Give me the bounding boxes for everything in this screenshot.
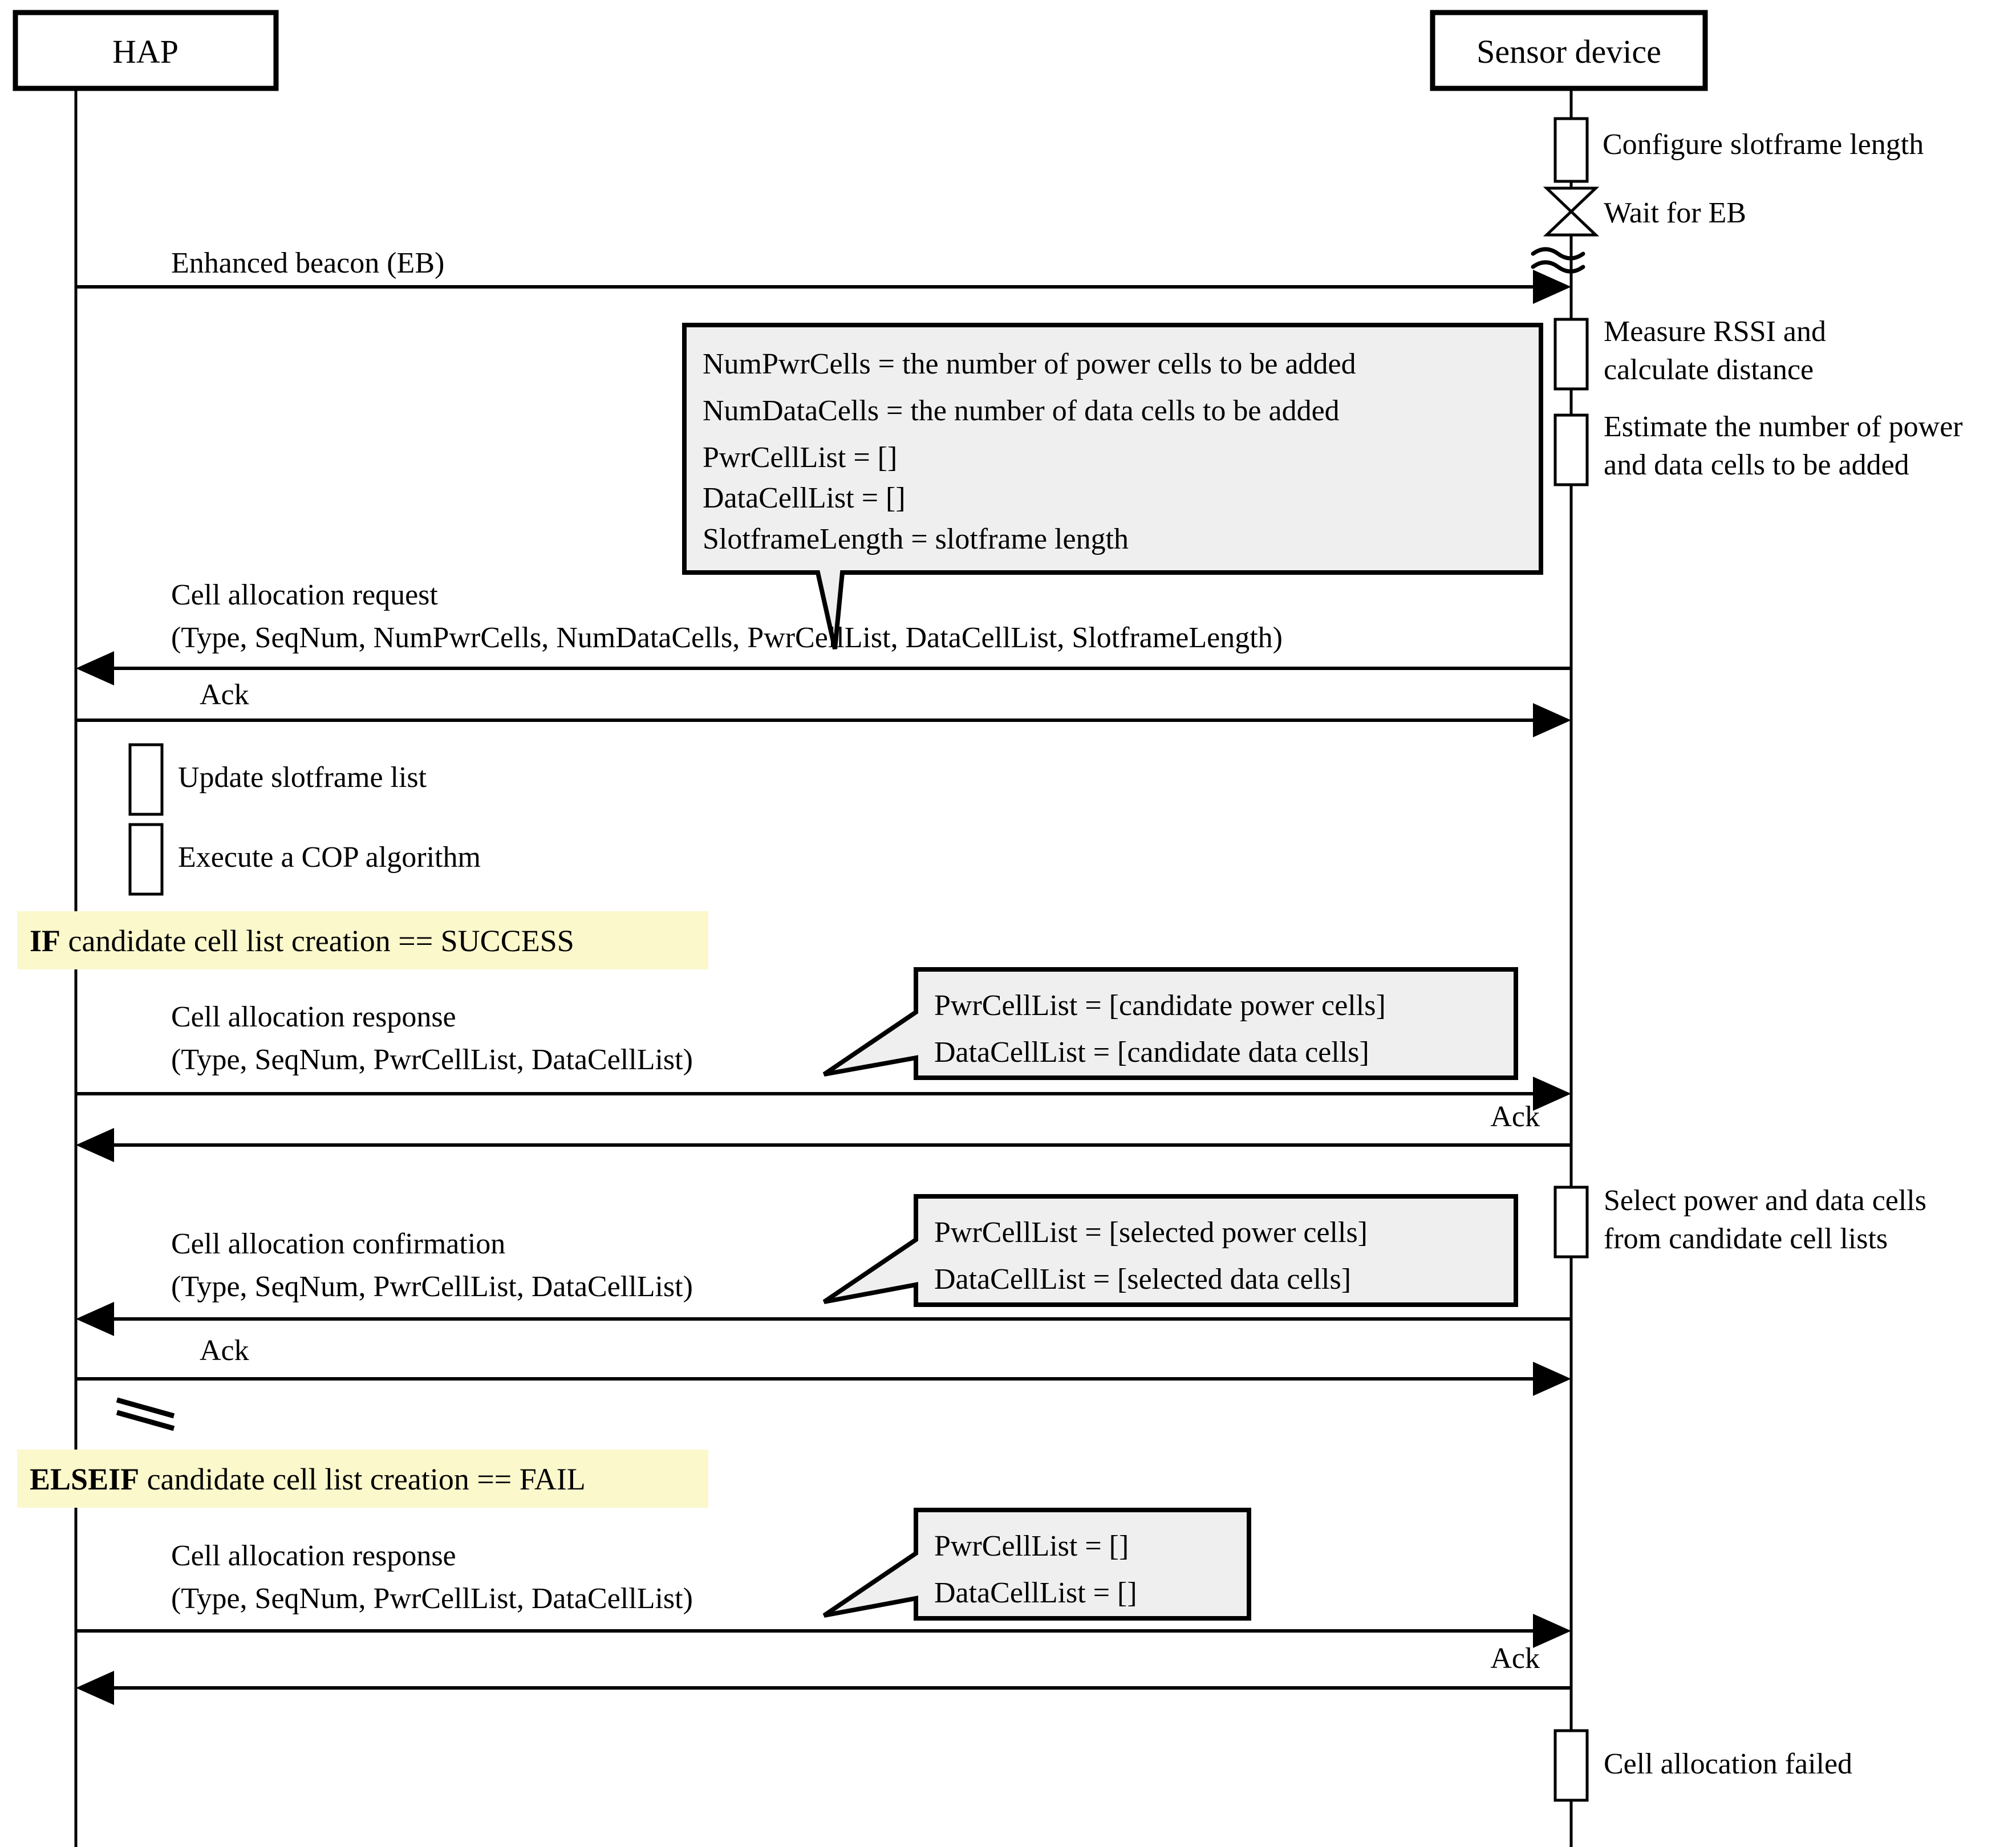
message-label-cell-allocation-confirmation-line2: (Type, SeqNum, PwrCellList, DataCellList… [171, 1270, 693, 1303]
note-cell-allocation-request: NumPwrCells = the number of power cells … [682, 323, 1543, 650]
annotation-configure-slotframe: Configure slotframe length [1603, 128, 1924, 161]
activation-bar-select-cells [1553, 1186, 1589, 1259]
message-arrowhead-enhanced-beacon [1533, 270, 1571, 304]
message-arrowhead-cell-allocation-request [76, 651, 114, 685]
annotation-select-cells-line2: from candidate cell lists [1604, 1223, 1888, 1255]
message-label-enhanced-beacon: Enhanced beacon (EB) [171, 247, 444, 279]
message-label-cell-allocation-response-fail-line1: Cell allocation response [171, 1540, 456, 1572]
actor-box-sensor[interactable] [1430, 10, 1708, 91]
condition-highlight-elseif [17, 1450, 708, 1508]
note-line: DataCellList = [candidate data cells] [934, 1036, 1369, 1069]
message-label-cell-allocation-response-line2: (Type, SeqNum, PwrCellList, DataCellList… [171, 1044, 693, 1076]
note-line: PwrCellList = [] [934, 1530, 1129, 1562]
message-label-ack-3: Ack [200, 1334, 249, 1367]
condition-keyword-if: IF [30, 924, 60, 958]
message-label-ack-2: Ack [1490, 1101, 1540, 1133]
note-line: PwrCellList = [] [703, 441, 897, 474]
note-line: DataCellList = [] [934, 1577, 1137, 1609]
annotation-select-cells-line1: Select power and data cells [1604, 1184, 1926, 1217]
activation-bar-measure-rssi [1553, 318, 1589, 391]
message-arrowhead-ack-1 [1533, 703, 1571, 737]
annotation-estimate-cells-line2: and data cells to be added [1604, 449, 1909, 481]
condition-label-if: IF candidate cell list creation == SUCCE… [30, 924, 574, 958]
message-arrowhead-cell-allocation-response-fail [1533, 1614, 1571, 1648]
condition-highlight-if [17, 911, 708, 969]
note-line: PwrCellList = [selected power cells] [934, 1216, 1368, 1249]
activation-bar-execute-cop [128, 823, 164, 896]
annotation-estimate-cells-line1: Estimate the number of power [1604, 411, 1963, 443]
activation-bar-estimate-cells [1553, 413, 1589, 486]
message-arrowhead-cell-allocation-confirmation [76, 1302, 114, 1336]
actor-label-hap: HAP [112, 33, 179, 70]
annotation-execute-cop: Execute a COP algorithm [178, 841, 481, 874]
note-cell-allocation-confirmation: PwrCellList = [selected power cells] Dat… [822, 1194, 1518, 1307]
condition-keyword-elseif: ELSEIF [30, 1462, 139, 1496]
actor-box-hap[interactable] [13, 10, 279, 91]
message-label-cell-allocation-response-line1: Cell allocation response [171, 1001, 456, 1033]
annotation-cell-allocation-failed: Cell allocation failed [1604, 1748, 1852, 1780]
actor-label-sensor: Sensor device [1476, 33, 1661, 70]
note-line: NumDataCells = the number of data cells … [703, 395, 1340, 427]
message-arrowhead-ack-4 [76, 1671, 114, 1705]
message-arrowhead-ack-3 [1533, 1362, 1571, 1396]
annotation-measure-rssi-line1: Measure RSSI and [1604, 315, 1826, 348]
message-arrowhead-cell-allocation-response [1533, 1077, 1571, 1111]
message-arrowhead-ack-2 [76, 1128, 114, 1162]
hourglass-wait-for-eb [1543, 186, 1600, 237]
note-line: DataCellList = [selected data cells] [934, 1263, 1351, 1296]
message-label-cell-allocation-request-line1: Cell allocation request [171, 579, 438, 611]
note-line: PwrCellList = [candidate power cells] [934, 989, 1386, 1022]
lifeline-break-double-slash-icon [116, 1397, 175, 1431]
time-break-wavy-icon [1531, 247, 1585, 274]
note-line: DataCellList = [] [703, 482, 906, 514]
note-line: SlotframeLength = slotframe length [703, 523, 1129, 555]
message-label-cell-allocation-confirmation-line1: Cell allocation confirmation [171, 1228, 505, 1260]
activation-bar-cell-allocation-failed [1553, 1729, 1589, 1802]
message-label-ack-4: Ack [1490, 1642, 1540, 1675]
activation-bar-update-slotframe-list [128, 743, 164, 816]
annotation-update-slotframe-list: Update slotframe list [178, 761, 427, 794]
condition-text-if: candidate cell list creation == SUCCESS [60, 924, 574, 958]
message-label-cell-allocation-response-fail-line2: (Type, SeqNum, PwrCellList, DataCellList… [171, 1582, 693, 1615]
activation-bar-configure-slotframe [1553, 117, 1589, 183]
message-label-ack-1: Ack [200, 679, 249, 711]
note-line: NumPwrCells = the number of power cells … [703, 348, 1356, 380]
annotation-wait-for-eb: Wait for EB [1604, 197, 1746, 229]
note-cell-allocation-response-fail: PwrCellList = [] DataCellList = [] [822, 1508, 1251, 1621]
condition-text-elseif: candidate cell list creation == FAIL [139, 1462, 586, 1496]
note-cell-allocation-response-success: PwrCellList = [candidate power cells] Da… [822, 967, 1518, 1080]
condition-label-elseif: ELSEIF candidate cell list creation == F… [30, 1462, 586, 1496]
annotation-measure-rssi-line2: calculate distance [1604, 354, 1814, 386]
message-label-cell-allocation-request-line2: (Type, SeqNum, NumPwrCells, NumDataCells… [171, 622, 1283, 654]
